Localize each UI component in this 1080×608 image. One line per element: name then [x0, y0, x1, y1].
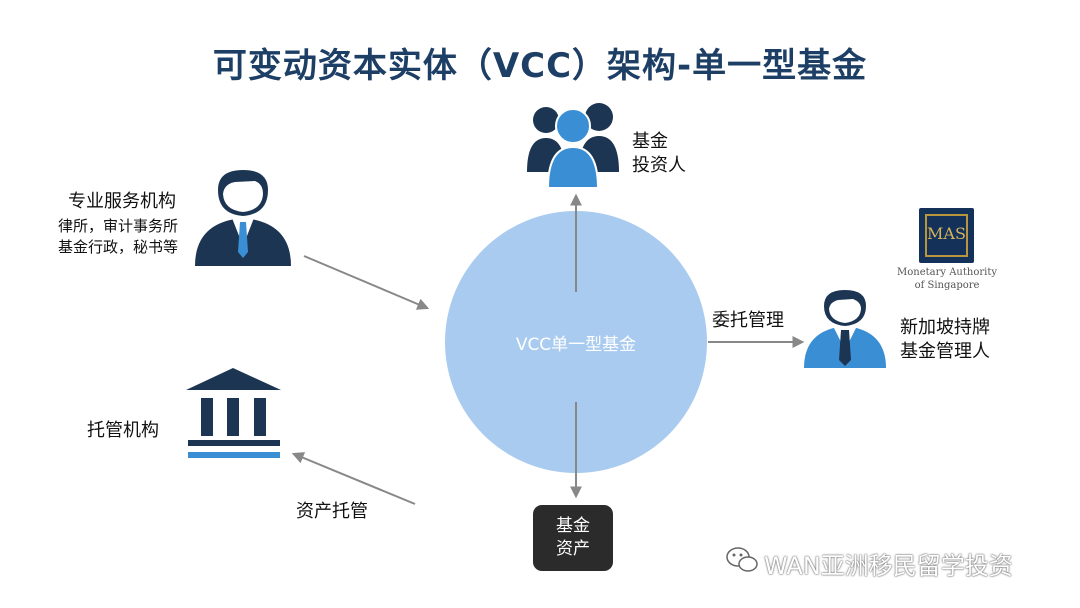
mas-logo-text: MAS [927, 224, 966, 243]
fund-assets-box: 基金 资产 [533, 505, 613, 571]
service-providers-line1: 律所，审计事务所 [58, 217, 179, 235]
mas-caption-line2: of Singapore [914, 280, 980, 291]
asset-custody-label: 资产托管 [296, 501, 368, 522]
wechat-icon [726, 547, 758, 572]
investors-line1: 基金 [632, 131, 668, 152]
service-providers-label: 专业服务机构 [68, 190, 176, 214]
watermark: WAN亚洲移民留学投资 [764, 552, 1013, 580]
fund-assets-line2: 资产 [556, 539, 590, 559]
custodian-label: 托管机构 [87, 420, 159, 441]
service-providers-detail: 律所，审计事务所 基金行政，秘书等 [58, 216, 178, 258]
fund-manager-line2: 基金管理人 [900, 341, 990, 362]
mas-caption-line1: Monetary Authority [897, 267, 997, 278]
fund-manager-line1: 新加坡持牌 [900, 317, 990, 338]
fund-manager-person-icon [804, 290, 886, 368]
fund-manager-label: 新加坡持牌 基金管理人 [900, 316, 990, 364]
mas-caption: Monetary Authority of Singapore [892, 266, 1002, 292]
arrow-to-custodian [291, 452, 416, 505]
mas-logo: MAS [919, 208, 974, 263]
vcc-circle [445, 211, 707, 473]
investors-label: 基金 投资人 [632, 130, 686, 178]
service-providers-title: 专业服务机构 [68, 191, 176, 212]
bank-icon [186, 368, 281, 458]
investors-icon [527, 103, 619, 189]
fund-assets-line1: 基金 [556, 516, 590, 536]
diagram-title: 可变动资本实体（VCC）架构-单一型基金 [212, 46, 868, 86]
arrow-from-service-providers [303, 255, 430, 310]
service-providers-line2: 基金行政，秘书等 [58, 238, 179, 256]
delegation-label: 委托管理 [712, 310, 784, 331]
service-provider-person-icon [195, 170, 291, 266]
investors-line2: 投资人 [632, 155, 686, 176]
vcc-fund-label: VCC单一型基金 [515, 335, 637, 355]
